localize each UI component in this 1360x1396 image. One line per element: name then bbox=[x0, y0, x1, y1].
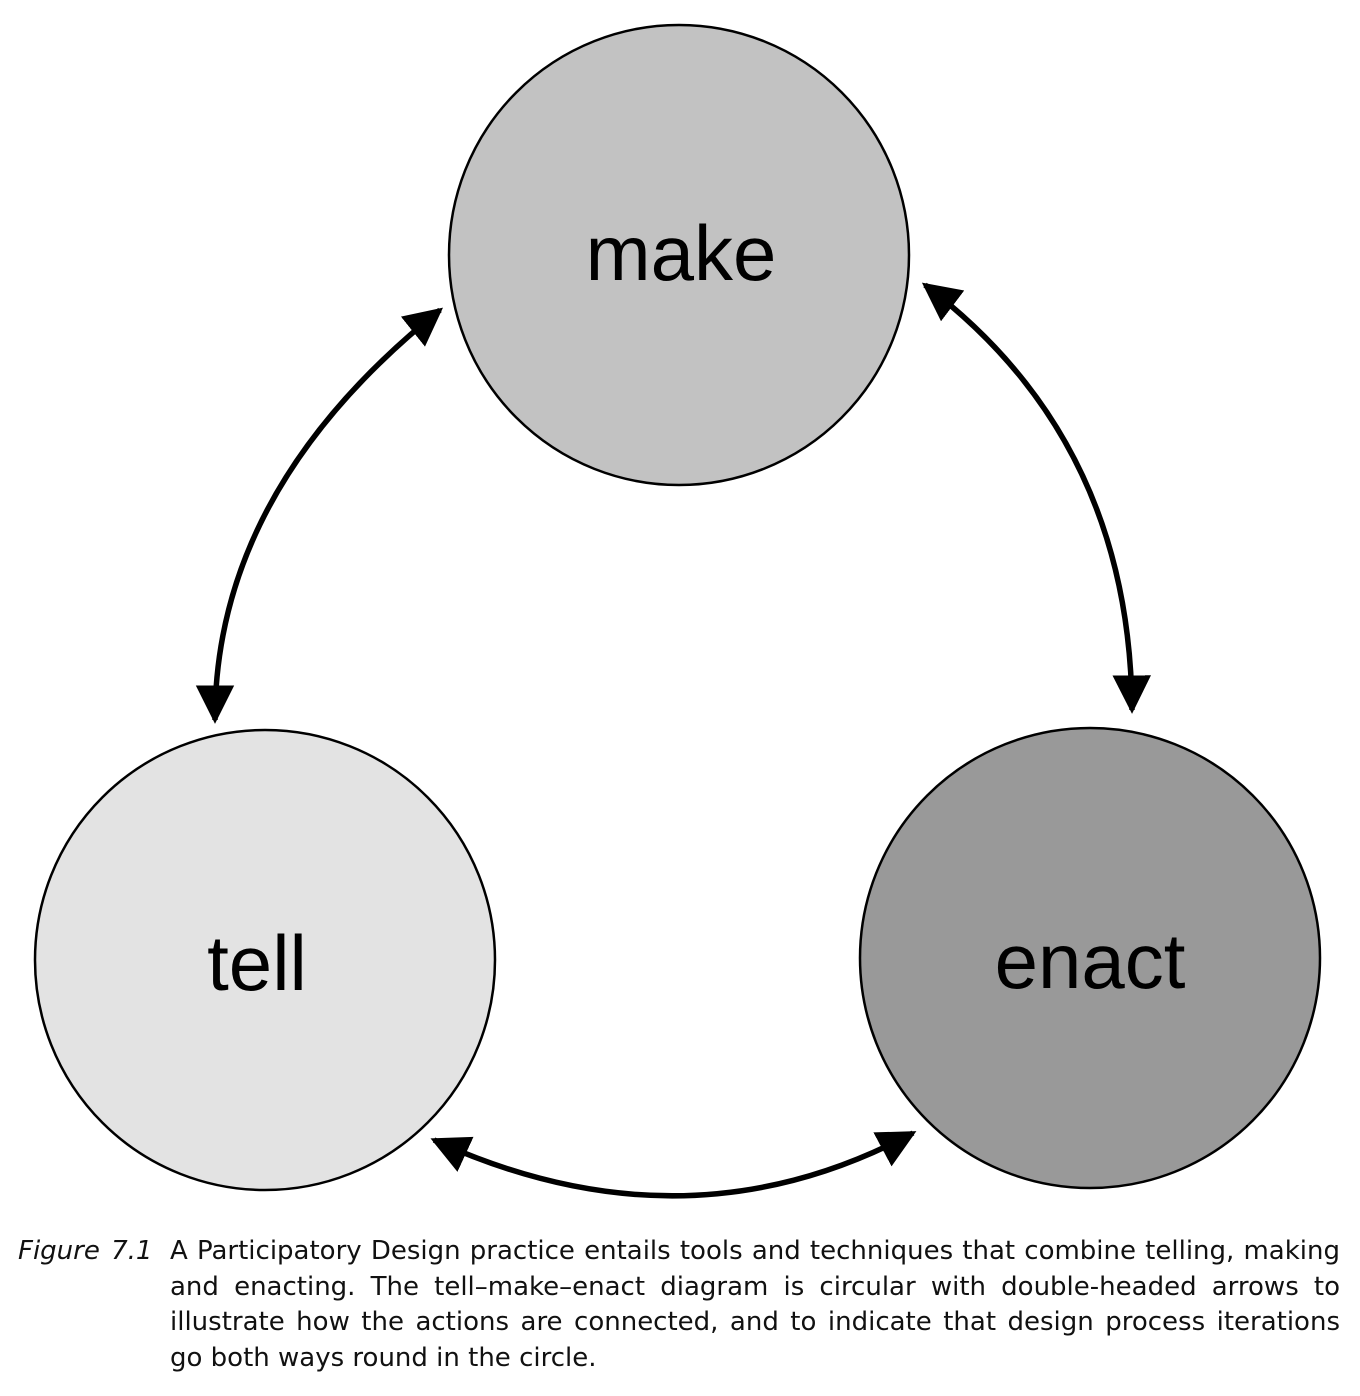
caption-label: Figure 7.1 bbox=[18, 1236, 153, 1266]
tell-circle bbox=[33, 728, 497, 1192]
make-node: make bbox=[447, 23, 911, 487]
enact-label: enact bbox=[995, 917, 1186, 1005]
arrow-make-enact bbox=[921, 282, 1151, 714]
make-label: make bbox=[586, 209, 777, 297]
figure-caption: Figure 7.1 A Participatory Design practi… bbox=[18, 1234, 1340, 1376]
enact-node: enact bbox=[858, 726, 1322, 1190]
arrow-tell-enact bbox=[430, 1130, 917, 1199]
tell-make-enact-diagram: make tell enact bbox=[33, 23, 1322, 1199]
arrow-make-tell bbox=[195, 307, 444, 724]
tell-node: tell bbox=[33, 728, 497, 1192]
tell-label: tell bbox=[207, 919, 307, 1007]
make-circle bbox=[447, 23, 911, 487]
caption-text: A Participatory Design practice entails … bbox=[170, 1236, 1340, 1373]
enact-circle bbox=[858, 726, 1322, 1190]
